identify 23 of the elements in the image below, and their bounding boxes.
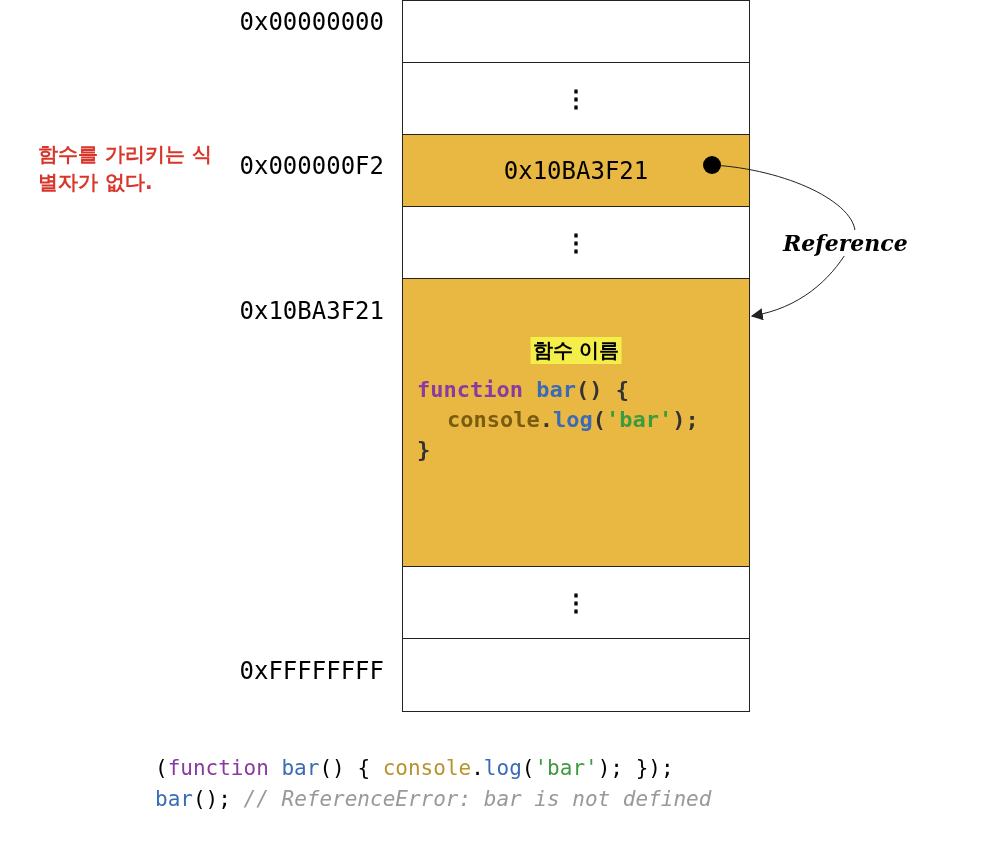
memory-address: 0xFFFFFFFF: [239, 657, 384, 685]
memory-address: 0x10BA3F21: [239, 297, 384, 325]
code-line: }: [417, 437, 431, 462]
ellipsis: ⋮: [564, 589, 588, 617]
code-line: (function bar() { console.log('bar'); });: [155, 756, 674, 780]
ellipsis: ⋮: [564, 85, 588, 113]
ellipsis: ⋮: [564, 229, 588, 257]
memory-cell: [402, 0, 750, 64]
memory-cell: [402, 278, 750, 568]
reference-arrow: [703, 156, 856, 320]
memory-address: 0x00000000: [239, 8, 384, 36]
memory-cell: [402, 566, 750, 640]
code-line: function bar() {: [417, 377, 629, 402]
function-name-label: 함수 이름: [530, 337, 622, 364]
address-value: 0x10BA3F21: [503, 157, 649, 185]
memory-cell: [402, 206, 750, 280]
memory-address: 0x000000F2: [239, 152, 384, 180]
code-line: console.log('bar');: [447, 407, 699, 432]
note-text: 함수를 가리키는 식별자가 없다.: [38, 141, 213, 196]
memory-cell: [402, 62, 750, 136]
code-line: bar(); // ReferenceError: bar is not defined: [155, 787, 712, 811]
memory-cell: [402, 638, 750, 712]
memory-cell: [402, 134, 750, 208]
